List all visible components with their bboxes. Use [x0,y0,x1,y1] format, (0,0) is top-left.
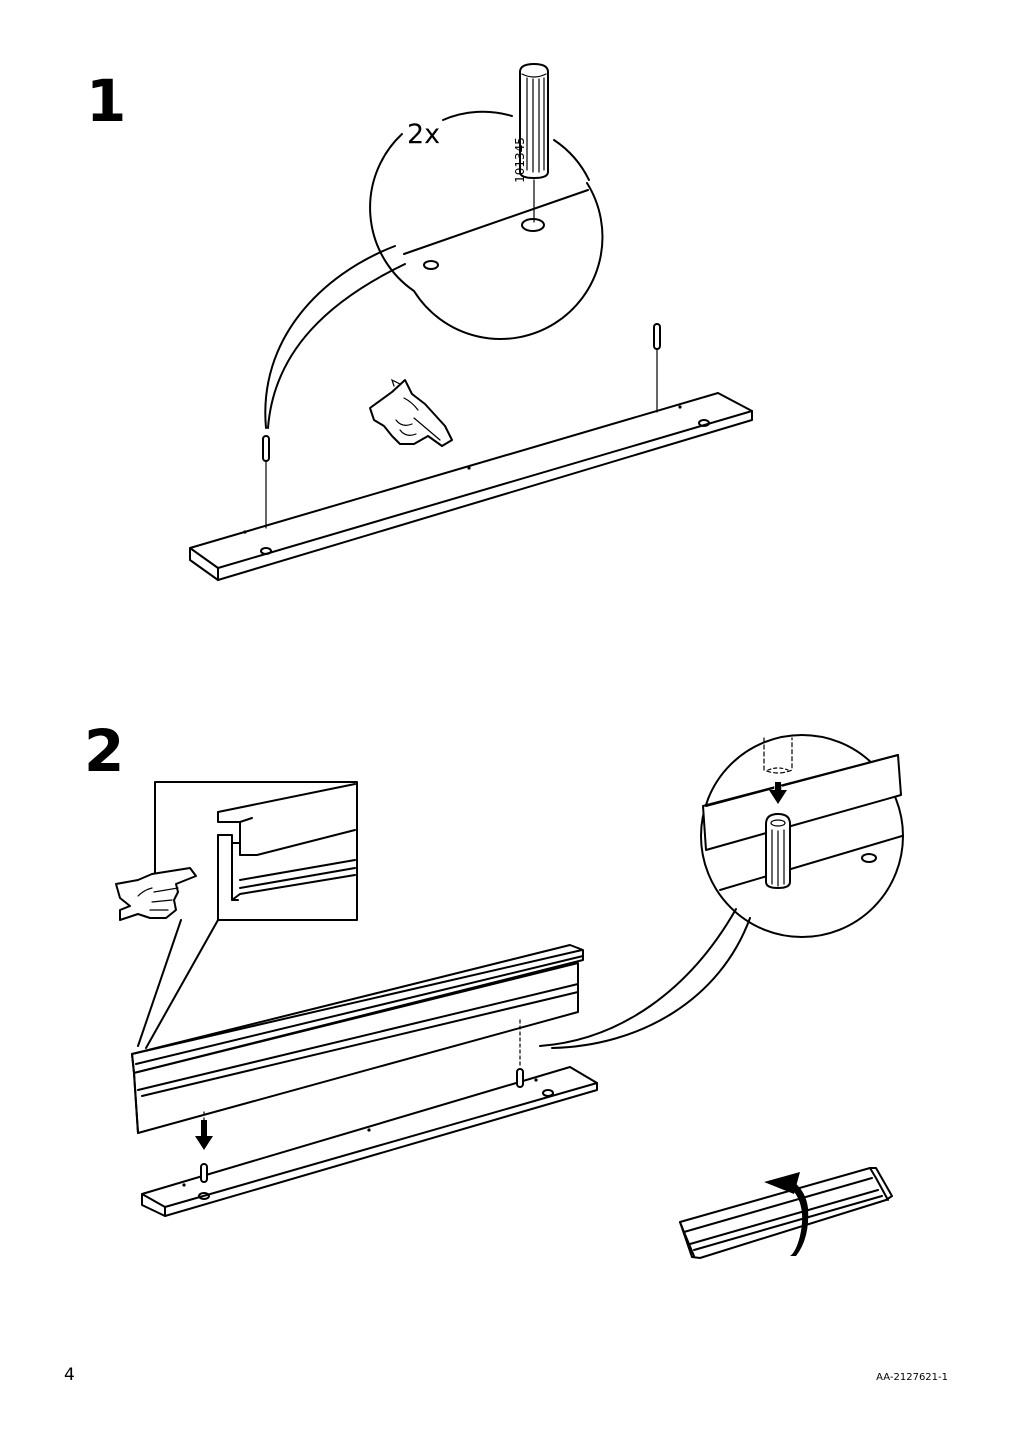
profile-detail-box [137,781,358,1049]
rotated-rail-icon [679,1167,893,1259]
quantity-label: 2x [407,119,441,150]
step1-detail-callout [264,63,604,429]
step-number: 1 [86,67,126,135]
step2-rail-profile [131,944,584,1134]
step2-board [141,1019,598,1217]
page-number: 4 [64,1365,75,1385]
rotate-arrow-icon [764,1172,809,1256]
step-number: 2 [84,717,124,785]
part-number-label: 101345 [513,137,527,183]
down-arrow-icon [195,1120,213,1150]
pointing-hand-icon [115,867,197,921]
step1-board [189,323,753,581]
step2-detail-callout [539,734,904,1049]
document-code: AA-2127621-1 [876,1372,948,1383]
pressing-hand-icon [369,378,453,447]
